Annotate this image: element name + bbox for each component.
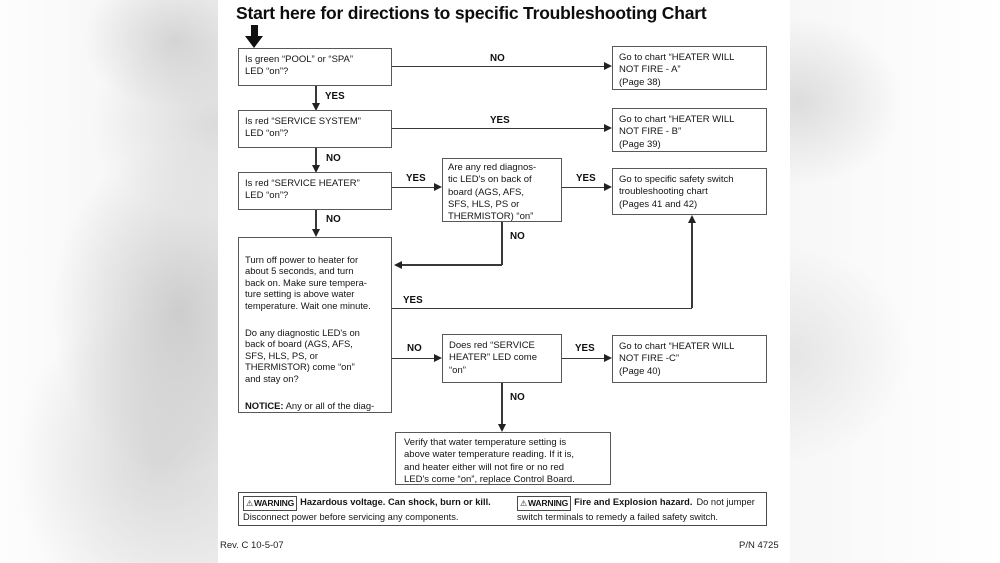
power-cycle-paragraph-1: Turn off power to heater for about 5 sec… xyxy=(245,253,371,311)
notice-text: Any or all of the diag- nostic LED's may… xyxy=(245,399,375,413)
connector-power-yes-horizontal xyxy=(392,307,692,309)
goto-box-heater-will-not-fire-b: Go to chart “HEATER WILL NOT FIRE - B” (… xyxy=(612,108,767,152)
connector-q4-no xyxy=(501,383,503,427)
arrowhead-right xyxy=(604,183,612,191)
blurred-background-left xyxy=(0,0,218,563)
question-box-pool-spa-led: Is green “POOL” or “SPA” LED “on”? xyxy=(238,48,392,86)
warning-icon: ⚠ xyxy=(246,499,253,508)
edge-label-yes: YES xyxy=(325,91,345,102)
edge-label-no: NO xyxy=(407,343,422,354)
arrowhead-left xyxy=(394,261,402,269)
warning-tail-text: Do not jumper xyxy=(696,497,755,507)
document-page: Start here for directions to specific Tr… xyxy=(218,0,790,563)
connector-diag-no-vertical xyxy=(501,222,503,265)
arrowhead-down xyxy=(312,103,320,111)
arrowhead-down xyxy=(312,165,320,173)
edge-label-yes: YES xyxy=(406,173,426,184)
instruction-box-power-cycle: Turn off power to heater for about 5 sec… xyxy=(238,237,392,413)
notice-label: NOTICE: xyxy=(245,399,284,411)
goto-box-safety-switch-chart: Go to specific safety switch troubleshoo… xyxy=(612,168,767,215)
part-number-text: P/N 4725 xyxy=(739,540,779,551)
goto-box-heater-will-not-fire-a: Go to chart “HEATER WILL NOT FIRE - A” (… xyxy=(612,46,767,90)
edge-label-no: NO xyxy=(490,53,505,64)
arrowhead-down xyxy=(498,424,506,432)
connector-q2-yes xyxy=(392,127,610,129)
question-box-red-diagnostic-leds: Are any red diagnos- tic LED's on back o… xyxy=(442,158,562,222)
start-arrow xyxy=(251,25,258,38)
connector-q2-no xyxy=(315,148,317,170)
warning-label: ⚠WARNING xyxy=(517,496,572,511)
connector-power-yes-vertical xyxy=(691,221,693,308)
arrowhead-right xyxy=(434,354,442,362)
arrowhead-right xyxy=(434,183,442,191)
edge-label-no: NO xyxy=(326,214,341,225)
arrowhead-down xyxy=(312,229,320,237)
edge-label-yes: YES xyxy=(403,295,423,306)
warning-label-text: WARNING xyxy=(253,498,295,508)
arrowhead-right xyxy=(604,62,612,70)
warning-label-text: WARNING xyxy=(527,498,569,508)
instruction-box-verify-temperature: Verify that water temperature setting is… xyxy=(395,432,611,485)
power-cycle-notice: NOTICE: Any or all of the diag- nostic L… xyxy=(245,399,385,413)
revision-text: Rev. C 10-5-07 xyxy=(220,540,284,551)
connector-power-no xyxy=(392,357,440,359)
connector-q1-yes xyxy=(315,86,317,108)
question-box-service-heater-led-come-on: Does red “SERVICE HEATER” LED come “on” xyxy=(442,334,562,383)
goto-box-heater-will-not-fire-c: Go to chart “HEATER WILL NOT FIRE -C” (P… xyxy=(612,335,767,383)
edge-label-no: NO xyxy=(510,231,525,242)
warning-line-2: Disconnect power before servicing any co… xyxy=(243,512,459,522)
connector-diag-yes xyxy=(562,186,610,188)
warning-label: ⚠WARNING xyxy=(243,496,298,511)
edge-label-no: NO xyxy=(510,392,525,403)
edge-label-yes: YES xyxy=(575,343,595,354)
warning-icon: ⚠ xyxy=(520,499,527,508)
connector-q3-yes xyxy=(392,186,440,188)
arrowhead-right xyxy=(604,354,612,362)
question-box-service-heater-led: Is red “SERVICE HEATER” LED “on”? xyxy=(238,172,392,210)
warning-bold-text: Hazardous voltage. Can shock, burn or ki… xyxy=(300,497,491,507)
power-cycle-paragraph-2: Do any diagnostic LED's on back of board… xyxy=(245,326,360,384)
connector-q3-no xyxy=(315,210,317,234)
edge-label-yes: YES xyxy=(576,173,596,184)
warning-bold-text: Fire and Explosion hazard. xyxy=(574,497,693,507)
connector-diag-no-horizontal xyxy=(398,264,502,266)
question-box-service-system-led: Is red “SERVICE SYSTEM” LED “on”? xyxy=(238,110,392,148)
edge-label-yes: YES xyxy=(490,115,510,126)
page-title: Start here for directions to specific Tr… xyxy=(236,3,707,23)
connector-q1-no xyxy=(392,65,610,67)
warning-line-2: switch terminals to remedy a failed safe… xyxy=(517,512,718,522)
edge-label-no: NO xyxy=(326,153,341,164)
arrowhead-up xyxy=(688,215,696,223)
connector-q4-yes xyxy=(562,357,610,359)
start-arrow-head xyxy=(245,36,263,48)
blurred-background-right xyxy=(790,0,1000,563)
arrowhead-right xyxy=(604,124,612,132)
